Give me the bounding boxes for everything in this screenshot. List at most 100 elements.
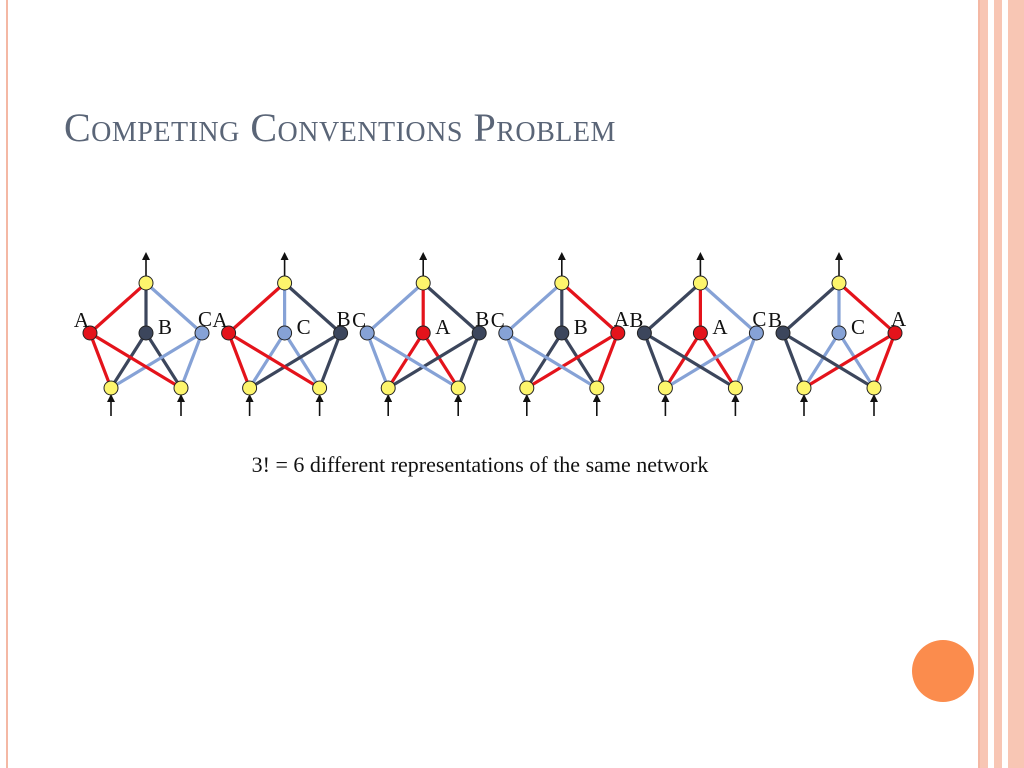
network-edge <box>248 331 343 390</box>
network-edge <box>781 281 841 335</box>
network-edge <box>663 331 703 390</box>
hidden-node-middle-label: C <box>851 315 865 339</box>
network-edge <box>802 331 897 390</box>
network-edge <box>227 331 252 390</box>
hidden-node-right <box>748 325 764 341</box>
network-edge <box>663 331 759 390</box>
slide-caption: 3! = 6 different representations of the … <box>251 452 709 477</box>
network-edge <box>642 331 738 390</box>
network-edge <box>525 331 620 390</box>
input-node <box>657 380 673 396</box>
network-edge <box>88 281 148 335</box>
network-edge <box>179 331 204 390</box>
slide-frame <box>6 0 980 768</box>
hidden-node-middle <box>277 325 293 341</box>
input-node <box>589 380 605 396</box>
input-node <box>242 380 258 396</box>
hidden-node-middle-label: B <box>574 315 588 339</box>
network-edge <box>872 331 897 390</box>
hidden-node-middle <box>692 325 708 341</box>
hidden-node-right <box>471 325 487 341</box>
stripe <box>994 0 1002 768</box>
hidden-node-left <box>221 325 237 341</box>
network-edge <box>733 331 759 390</box>
output-node <box>554 275 570 291</box>
network-edge <box>642 281 703 335</box>
hidden-node-left-label: B <box>768 308 782 332</box>
network-edge <box>837 281 897 335</box>
network-edge <box>365 281 425 335</box>
network-edge <box>837 331 876 390</box>
network-edge <box>283 331 322 390</box>
network-edge <box>698 331 738 390</box>
hidden-node-middle <box>831 325 847 341</box>
hidden-node-middle <box>554 325 570 341</box>
hidden-node-right-label: C <box>752 307 766 331</box>
hidden-node-middle-label: A <box>712 315 728 339</box>
accent-dot <box>912 640 974 702</box>
hidden-node-left-label: A <box>74 308 90 332</box>
hidden-node-right-label: A <box>891 307 907 331</box>
hidden-node-right <box>610 325 626 341</box>
hidden-node-left-label: C <box>491 308 505 332</box>
output-node <box>138 275 154 291</box>
input-node <box>173 380 189 396</box>
output-node <box>692 275 708 291</box>
input-node <box>450 380 466 396</box>
hidden-node-right <box>333 325 349 341</box>
hidden-node-middle-label: B <box>158 315 172 339</box>
network-edge <box>456 331 481 390</box>
network-edge <box>642 331 668 390</box>
input-node <box>796 380 812 396</box>
hidden-node-left <box>775 325 791 341</box>
network-edge <box>421 281 481 335</box>
network-edge <box>88 331 113 390</box>
decorative-stripes <box>980 0 1024 768</box>
network-edge <box>283 281 343 335</box>
hidden-node-right <box>194 325 210 341</box>
input-node <box>866 380 882 396</box>
network-edge <box>781 331 806 390</box>
hidden-node-right <box>887 325 903 341</box>
hidden-node-right-label: B <box>337 307 351 331</box>
hidden-node-left-label: A <box>212 308 228 332</box>
network-edge <box>595 331 620 390</box>
hidden-node-right-label: C <box>198 307 212 331</box>
network-edge <box>386 331 425 390</box>
hidden-node-left <box>498 325 514 341</box>
network-edge <box>386 331 481 390</box>
network-edge <box>781 331 876 390</box>
hidden-node-left <box>82 325 98 341</box>
input-node <box>519 380 535 396</box>
hidden-node-middle <box>138 325 154 341</box>
network-edge <box>109 331 148 390</box>
stripe <box>980 0 988 768</box>
hidden-node-left-label: B <box>629 308 643 332</box>
network-edge <box>144 331 183 390</box>
slide-title: Competing Conventions Problem <box>64 105 616 150</box>
output-node <box>415 275 431 291</box>
network-edge <box>227 281 287 335</box>
network-edge <box>88 331 183 390</box>
hidden-node-left-label: C <box>352 308 366 332</box>
output-node <box>831 275 847 291</box>
hidden-node-middle <box>415 325 431 341</box>
input-node <box>312 380 328 396</box>
input-node <box>380 380 396 396</box>
network-edge <box>365 331 390 390</box>
output-node <box>277 275 293 291</box>
hidden-node-middle-label: A <box>435 315 451 339</box>
input-node <box>103 380 119 396</box>
hidden-node-right-label: A <box>614 307 630 331</box>
network-edge <box>227 331 322 390</box>
hidden-node-left <box>636 325 652 341</box>
network-edge <box>109 331 204 390</box>
network-edge <box>144 281 204 335</box>
hidden-node-middle-label: C <box>297 315 311 339</box>
hidden-node-left <box>359 325 375 341</box>
